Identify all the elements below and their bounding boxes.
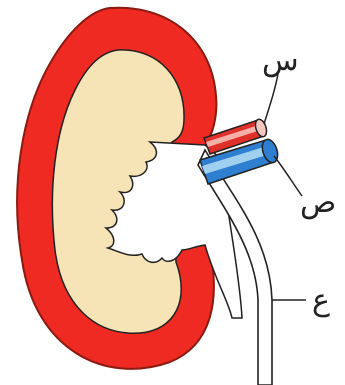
leader-line-vein <box>274 156 302 196</box>
label-ureter: ع <box>312 283 330 318</box>
leader-line-artery <box>264 74 278 124</box>
label-vein: ص <box>300 185 336 220</box>
label-artery: س <box>262 43 299 78</box>
